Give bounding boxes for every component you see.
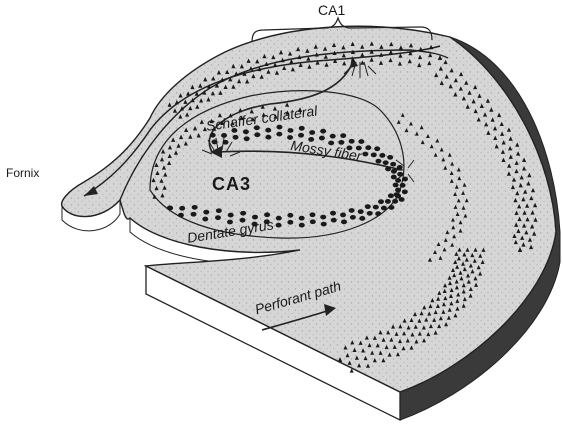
dentate-granule-cell	[244, 136, 250, 141]
dentate-granule-cell	[223, 140, 229, 145]
dentate-granule-cell	[373, 205, 379, 210]
dentate-granule-cell	[330, 211, 336, 216]
dentate-granule-cell	[167, 206, 173, 211]
dentate-granule-cell	[331, 218, 337, 223]
dentate-granule-cell	[402, 177, 408, 182]
dentate-granule-cell	[320, 215, 326, 220]
dentate-granule-cell	[349, 139, 355, 144]
dentate-granule-cell	[233, 135, 239, 140]
dentate-granule-cell	[367, 211, 373, 216]
dentate-granule-cell	[287, 213, 293, 218]
dentate-granule-cell	[191, 212, 197, 217]
dentate-granule-cell	[276, 132, 282, 137]
dentate-granule-cell	[392, 199, 398, 204]
fornix-label: Fornix	[6, 166, 39, 180]
dentate-granule-cell	[362, 152, 368, 157]
dentate-granule-cell	[391, 175, 397, 180]
dentate-granule-cell	[321, 222, 327, 227]
dentate-granule-cell	[385, 199, 391, 204]
dentate-granule-cell	[388, 193, 394, 198]
dentate-granule-cell	[319, 136, 325, 141]
dentate-granule-cell	[309, 212, 315, 217]
dentate-granule-cell	[381, 206, 387, 211]
dentate-granule-cell	[359, 216, 365, 221]
dentate-granule-cell	[203, 210, 209, 215]
dentate-granule-cell	[378, 199, 384, 204]
dentate-granule-cell	[397, 172, 403, 177]
dentate-granule-cell	[202, 217, 208, 222]
dentate-granule-cell	[365, 204, 371, 209]
dentate-granule-cell	[276, 216, 282, 221]
dentate-granule-cell	[212, 140, 218, 145]
dentate-granule-cell	[393, 183, 399, 188]
dentate-granule-cell	[320, 129, 326, 134]
dentate-granule-cell	[375, 159, 381, 164]
dentate-granule-cell	[358, 139, 364, 144]
dentate-granule-cell	[276, 125, 282, 130]
dentate-granule-cell	[299, 223, 305, 228]
dentate-granule-cell	[350, 215, 356, 220]
dentate-granule-cell	[383, 160, 389, 165]
dentate-granule-cell	[265, 128, 271, 133]
dentate-granule-cell	[276, 223, 282, 228]
ca1-label: CA1	[318, 2, 345, 18]
dentate-granule-cell	[216, 208, 222, 213]
dentate-granule-cell	[341, 219, 347, 224]
dentate-granule-cell	[299, 216, 305, 221]
dentate-granule-cell	[388, 205, 394, 210]
dentate-granule-cell	[375, 211, 381, 216]
dentate-granule-cell	[371, 152, 377, 157]
dentate-granule-cell	[402, 189, 408, 194]
dentate-granule-cell	[179, 206, 185, 211]
dentate-granule-cell	[365, 145, 371, 150]
dentate-granule-cell	[299, 126, 305, 131]
dentate-granule-cell	[243, 129, 249, 134]
dentate-granule-cell	[397, 165, 403, 170]
dentate-granule-cell	[287, 220, 293, 225]
dentate-granule-cell	[310, 219, 316, 224]
dentate-granule-cell	[254, 132, 260, 137]
dentate-granule-cell	[221, 133, 227, 138]
dentate-granule-cell	[349, 208, 355, 213]
dentate-granule-cell	[340, 133, 346, 138]
dentate-granule-cell	[394, 192, 400, 197]
dentate-granule-cell	[358, 209, 364, 214]
slab-top-surface	[62, 26, 556, 392]
dentate-granule-cell	[192, 205, 198, 210]
dentate-granule-cell	[210, 133, 216, 138]
dentate-granule-cell	[287, 128, 293, 133]
dentate-granule-cell	[309, 130, 315, 135]
dentate-granule-cell	[178, 213, 184, 218]
dentate-granule-cell	[395, 188, 401, 193]
dentate-granule-cell	[265, 135, 271, 140]
dentate-granule-cell	[215, 215, 221, 220]
dentate-granule-cell	[390, 162, 396, 167]
dentate-granule-cell	[391, 169, 397, 174]
dentate-granule-cell	[330, 134, 336, 139]
ca3-label: CA3	[212, 174, 251, 195]
dentate-granule-cell	[385, 167, 391, 172]
dentate-granule-cell	[340, 213, 346, 218]
dentate-granule-cell	[387, 155, 393, 160]
dentate-granule-cell	[399, 197, 405, 202]
dentate-granule-cell	[298, 133, 304, 138]
dentate-granule-cell	[395, 178, 401, 183]
dentate-granule-cell	[228, 213, 234, 218]
dentate-granule-cell	[400, 183, 406, 188]
dentate-granule-cell	[240, 211, 246, 216]
dentate-granule-cell	[374, 146, 380, 151]
dentate-granule-cell	[379, 153, 385, 158]
